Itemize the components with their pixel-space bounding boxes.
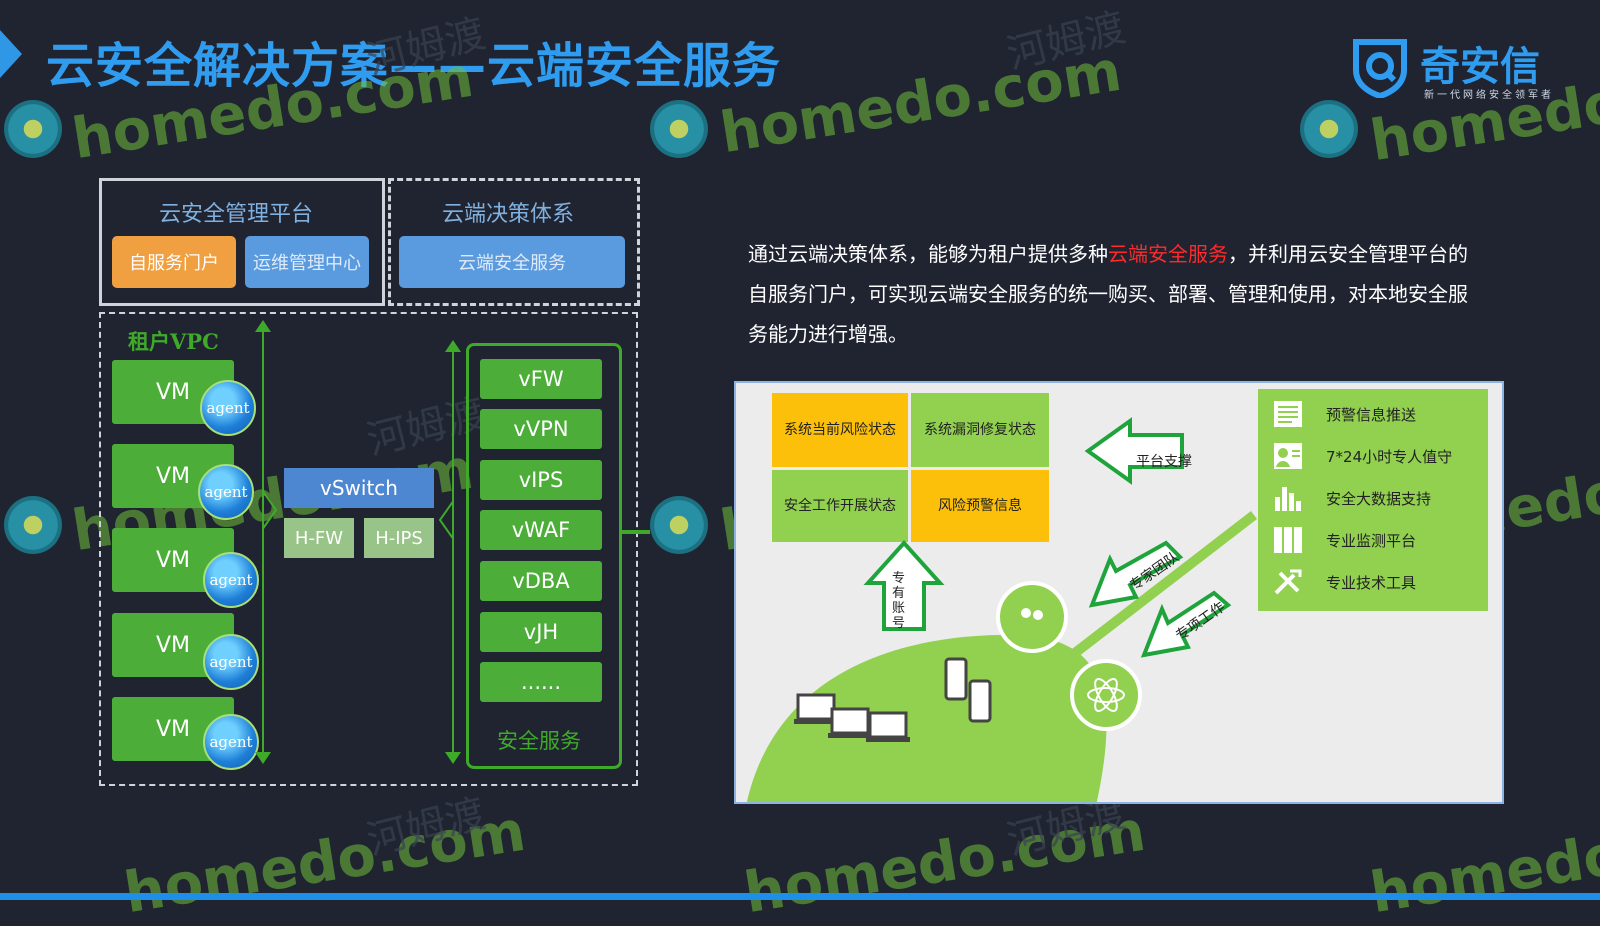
- work-status-cell: 安全工作开展状态: [772, 470, 908, 542]
- page-title: 云安全解决方案——云端安全服务: [46, 38, 782, 94]
- watermark-text: homedo.com: [120, 798, 530, 926]
- service-vfw[interactable]: vFW: [480, 359, 602, 399]
- security-services-panel: [466, 343, 622, 769]
- watermark-flower-icon: [650, 496, 708, 554]
- watermark-flower-icon: [4, 100, 62, 158]
- warning-info-cell: 风险预警信息: [911, 470, 1049, 542]
- bar-chart-icon: [1275, 487, 1301, 511]
- up-arrow-icon: [255, 320, 271, 332]
- mgmt-platform-box: [99, 178, 385, 306]
- tenant-vpc-box: [99, 312, 638, 786]
- network-hill-graphic: [747, 417, 1258, 802]
- tools-icon: [1274, 569, 1302, 595]
- down-arrow-icon: [445, 752, 461, 764]
- agent-badge[interactable]: agent: [203, 552, 259, 608]
- tenant-vpc-label: 租户VPC: [128, 329, 219, 354]
- watermark-text: homedo.com: [1366, 798, 1600, 926]
- mgmt-platform-label: 云安全管理平台: [159, 202, 314, 227]
- watermark-flower-icon: [650, 100, 708, 158]
- qianxin-shield-logo-icon: [1353, 39, 1407, 98]
- dedicated-account-label: 专有账号: [892, 571, 906, 631]
- host-firewall-box[interactable]: H-FW: [284, 518, 354, 558]
- vm-label: VM: [156, 632, 191, 658]
- legend-item: 安全大数据支持: [1272, 483, 1431, 513]
- description-highlight: 云端安全服务: [1108, 242, 1228, 266]
- agent-badge[interactable]: agent: [203, 714, 259, 770]
- vm-label: VM: [156, 379, 191, 405]
- connector-line: [620, 530, 650, 534]
- watermark-text: homedo.com: [740, 798, 1150, 926]
- bracket-icon: [262, 490, 278, 530]
- vm-label: VM: [156, 463, 191, 489]
- decision-system-label: 云端决策体系: [442, 202, 575, 227]
- cloud-security-service-button[interactable]: 云端安全服务: [399, 236, 625, 288]
- service-vvpn[interactable]: vVPN: [480, 409, 602, 449]
- down-arrow-icon: [255, 752, 271, 764]
- bottom-accent-bar: [0, 893, 1600, 900]
- legend-item: 7*24小时专人值守: [1272, 441, 1452, 471]
- vuln-fix-cell: 系统漏洞修复状态: [911, 393, 1049, 467]
- person-card-icon: [1274, 443, 1302, 469]
- binders-icon: [1274, 527, 1302, 553]
- legend-item: 专业技术工具: [1272, 567, 1416, 597]
- service-vwaf[interactable]: vWAF: [480, 510, 602, 550]
- brand-name: 奇安信: [1420, 44, 1540, 90]
- up-arrow-icon: [445, 340, 461, 352]
- service-vdba[interactable]: vDBA: [480, 561, 602, 601]
- document-icon: [1274, 401, 1302, 427]
- platform-support-label: 平台支撑: [1136, 454, 1192, 470]
- service-vjh[interactable]: vJH: [480, 612, 602, 652]
- security-services-label: 安全服务: [497, 729, 581, 753]
- decision-system-box: [388, 178, 640, 306]
- service-bracket-line: [452, 346, 454, 762]
- watermark-chinese: 河姆渡: [1002, 4, 1130, 79]
- service-more[interactable]: ......: [480, 662, 602, 702]
- title-arrow-icon: [0, 30, 22, 78]
- bracket-icon: [438, 500, 454, 540]
- legend-item: 预警信息推送: [1272, 399, 1416, 429]
- vswitch-box[interactable]: vSwitch: [284, 468, 434, 508]
- agent-badge[interactable]: agent: [203, 634, 259, 690]
- vm-bracket-line: [262, 326, 264, 762]
- legend-item: 专业监测平台: [1272, 525, 1416, 555]
- watermark-chinese: 河姆渡: [362, 790, 490, 865]
- agent-badge[interactable]: agent: [198, 464, 254, 520]
- agent-badge[interactable]: agent: [200, 380, 256, 436]
- brand-slogan: 新一代网络安全领军者: [1424, 90, 1554, 101]
- watermark-flower-icon: [1300, 100, 1358, 158]
- service-vips[interactable]: vIPS: [480, 460, 602, 500]
- host-ips-box[interactable]: H-IPS: [364, 518, 434, 558]
- vm-label: VM: [156, 547, 191, 573]
- description-paragraph: 通过云端决策体系，能够为租户提供多种云端安全服务，并利用云安全管理平台的自服务门…: [748, 242, 1468, 346]
- ops-center-button[interactable]: 运维管理中心: [245, 236, 369, 288]
- vm-label: VM: [156, 716, 191, 742]
- service-illustration: 系统当前风险状态 系统漏洞修复状态 安全工作开展状态 风险预警信息 平台支撑: [734, 381, 1504, 804]
- risk-status-cell: 系统当前风险状态: [772, 393, 908, 467]
- self-service-portal-button[interactable]: 自服务门户: [112, 236, 236, 288]
- watermark-flower-icon: [4, 496, 62, 554]
